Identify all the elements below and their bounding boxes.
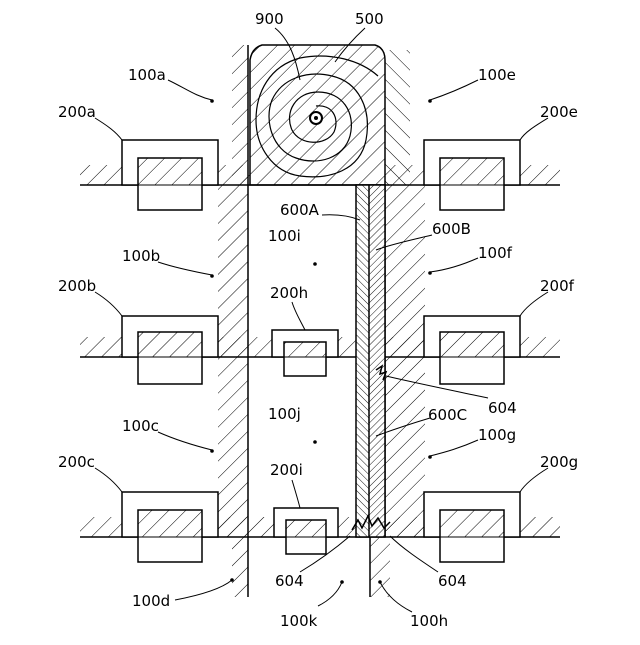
wall-hatch-low-right — [385, 357, 425, 537]
leader-100c — [158, 432, 212, 450]
label-200g: 200g — [540, 453, 578, 471]
wall-hatch-bottom-left — [232, 537, 248, 597]
label-600B: 600B — [432, 220, 471, 238]
conductor-600-inner — [356, 185, 369, 537]
label-200i: 200i — [270, 461, 303, 479]
wall-hatch-bottom-right — [370, 537, 390, 597]
leader-100k — [318, 582, 342, 606]
point-100k — [340, 580, 344, 584]
label-604-bottom-right: 604 — [438, 572, 467, 590]
wall-hatch-mid-left — [218, 185, 248, 357]
point-100i — [313, 262, 317, 266]
leader-100f — [430, 258, 478, 272]
point-100g — [428, 455, 432, 459]
point-100a — [210, 99, 214, 103]
label-200b: 200b — [58, 277, 96, 295]
label-100f: 100f — [478, 244, 513, 262]
leader-200c — [95, 468, 122, 492]
label-100j: 100j — [268, 405, 301, 423]
point-100f — [428, 271, 432, 275]
component-200f — [424, 316, 520, 384]
label-100i: 100i — [268, 227, 301, 245]
label-200h: 200h — [270, 284, 308, 302]
label-600A: 600A — [280, 201, 320, 219]
label-100c: 100c — [122, 417, 159, 435]
component-200e — [424, 140, 520, 210]
label-100a: 100a — [128, 66, 166, 84]
label-200c: 200c — [58, 453, 95, 471]
label-100b: 100b — [122, 247, 160, 265]
label-604-upper: 604 — [488, 399, 517, 417]
leader-200e — [520, 118, 548, 140]
leader-100b — [158, 262, 212, 275]
component-200g — [424, 492, 520, 562]
label-200a: 200a — [58, 103, 96, 121]
leader-600A — [322, 215, 360, 220]
component-200a — [122, 140, 218, 210]
label-100h: 100h — [410, 612, 448, 630]
conductor-600-outer — [369, 185, 385, 537]
leader-604-bottom-right — [390, 536, 438, 572]
point-100b — [210, 274, 214, 278]
point-100c — [210, 449, 214, 453]
wall-hatch-top-left — [232, 45, 248, 185]
label-200e: 200e — [540, 103, 578, 121]
leader-100g — [430, 440, 478, 456]
leader-100a — [168, 80, 212, 100]
leader-200g — [520, 468, 548, 492]
label-500: 500 — [355, 10, 384, 28]
leader-200b — [95, 292, 122, 316]
point-100j — [313, 440, 317, 444]
label-100g: 100g — [478, 426, 516, 444]
point-100h — [378, 580, 382, 584]
wall-hatch-low-left — [218, 357, 248, 537]
leader-200a — [95, 118, 122, 140]
component-200h — [272, 330, 338, 376]
leader-100d — [175, 580, 232, 600]
label-200f: 200f — [540, 277, 575, 295]
component-200b — [122, 316, 218, 384]
leader-200i — [292, 480, 300, 508]
label-100e: 100e — [478, 66, 516, 84]
label-100d: 100d — [132, 592, 170, 610]
component-200c — [122, 492, 218, 562]
leader-100e — [430, 80, 478, 100]
element-500-hatch — [250, 45, 385, 185]
point-100e — [428, 99, 432, 103]
label-600C: 600C — [428, 406, 467, 424]
wall-hatch-mid-right — [385, 185, 425, 357]
component-200i — [274, 508, 338, 554]
point-100d — [230, 578, 234, 582]
leader-200h — [292, 302, 305, 330]
label-900: 900 — [255, 10, 284, 28]
leader-200f — [520, 292, 548, 316]
label-604-bottom-left: 604 — [275, 572, 304, 590]
label-100k: 100k — [280, 612, 318, 630]
